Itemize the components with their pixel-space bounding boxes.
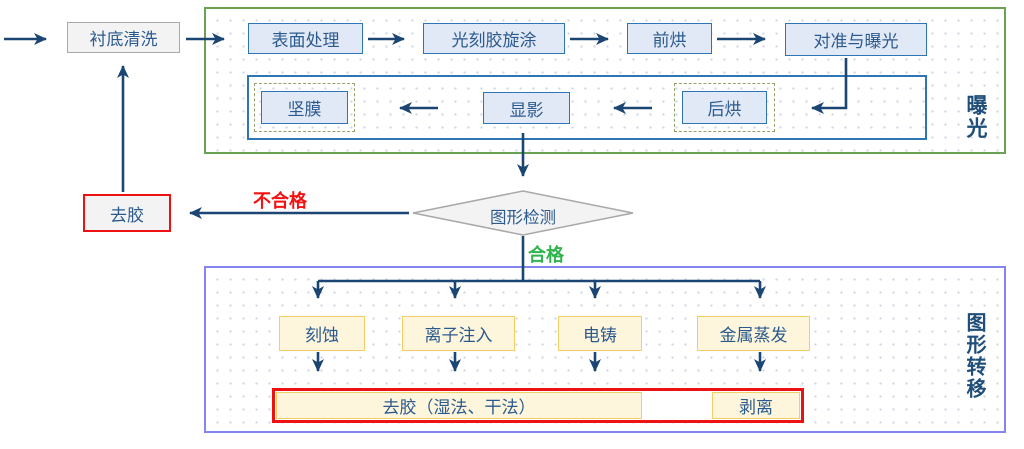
fail-edge-label: 不合格 (253, 191, 307, 211)
hard-bake-dashed-frame (254, 83, 355, 132)
node-hard-bake: 坚膜 (261, 91, 348, 124)
node-resist-spin-coat: 光刻胶旋涂 (423, 23, 565, 54)
pass-edge-label: 合格 (528, 245, 564, 265)
post-bake-dashed-frame (674, 83, 775, 132)
node-metal-evaporate: 金属蒸发 (697, 316, 810, 351)
node-lift-off: 剥离 (712, 392, 800, 419)
node-pattern-inspect: 图形检测 (490, 209, 556, 227)
node-align-expose: 对准与曝光 (785, 23, 927, 56)
node-etch: 刻蚀 (279, 316, 365, 351)
strip-liftoff-bar: 去胶（湿法、干法） 剥离 (272, 388, 804, 423)
node-ion-implant: 离子注入 (402, 316, 515, 351)
node-surface-treatment: 表面处理 (248, 23, 363, 54)
node-develop: 显影 (483, 92, 570, 124)
pattern-transfer-stage-label: 图形转移 (963, 312, 985, 400)
node-post-bake: 后烘 (682, 91, 767, 124)
node-prebake: 前烘 (627, 23, 712, 54)
bar-spacer (642, 392, 712, 419)
node-strip-wet-dry: 去胶（湿法、干法） (276, 392, 642, 419)
node-strip-resist: 去胶 (83, 194, 171, 232)
node-electroform: 电铸 (558, 316, 642, 351)
node-substrate-clean: 衬底清洗 (67, 22, 180, 53)
exposure-stage-label: 曝光 (964, 94, 987, 140)
